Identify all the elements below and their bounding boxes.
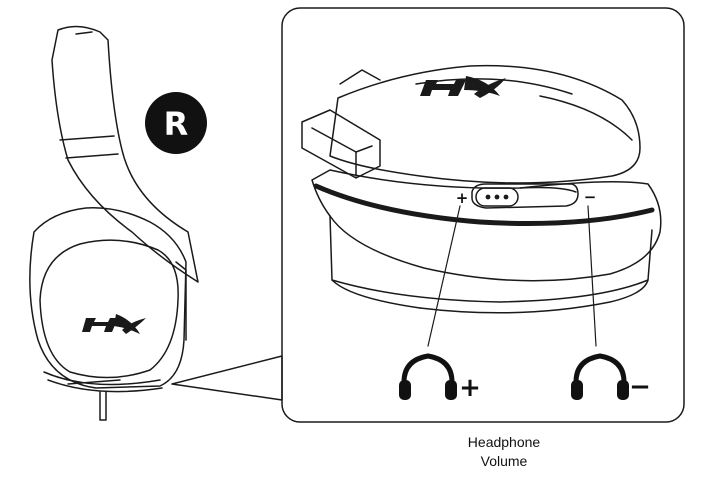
- volume-rocker-closeup[interactable]: [471, 183, 579, 209]
- volume-down-control: −: [571, 353, 651, 402]
- hyperx-logo-closeup: [420, 76, 506, 98]
- caption-line-1: Headphone: [467, 434, 541, 450]
- left-ear-cup: [29, 207, 187, 389]
- hyperx-logo-left: [82, 314, 146, 334]
- headphones-icon: [399, 353, 457, 400]
- cable: [99, 391, 107, 421]
- volume-up-sign: +: [459, 373, 481, 403]
- volume-down-sign: −: [629, 372, 651, 402]
- cushion-band: [313, 183, 655, 226]
- rocker-minus-label: −: [584, 188, 597, 206]
- callout-frame: [281, 7, 685, 423]
- volume-up-control: +: [399, 353, 481, 403]
- right-side-badge: R: [145, 92, 207, 154]
- caption: Headphone Volume: [432, 433, 576, 471]
- badge-letter: R: [164, 105, 189, 143]
- headphones-icon: [571, 353, 629, 400]
- callout-pointer: [171, 355, 283, 401]
- rocker-plus-label: +: [456, 189, 469, 207]
- headset-side-view: [29, 25, 199, 421]
- leader-line-minus: [587, 205, 597, 347]
- rocker-dots: [485, 194, 509, 200]
- caption-line-2: Volume: [480, 453, 528, 469]
- leader-line-plus: [427, 205, 461, 347]
